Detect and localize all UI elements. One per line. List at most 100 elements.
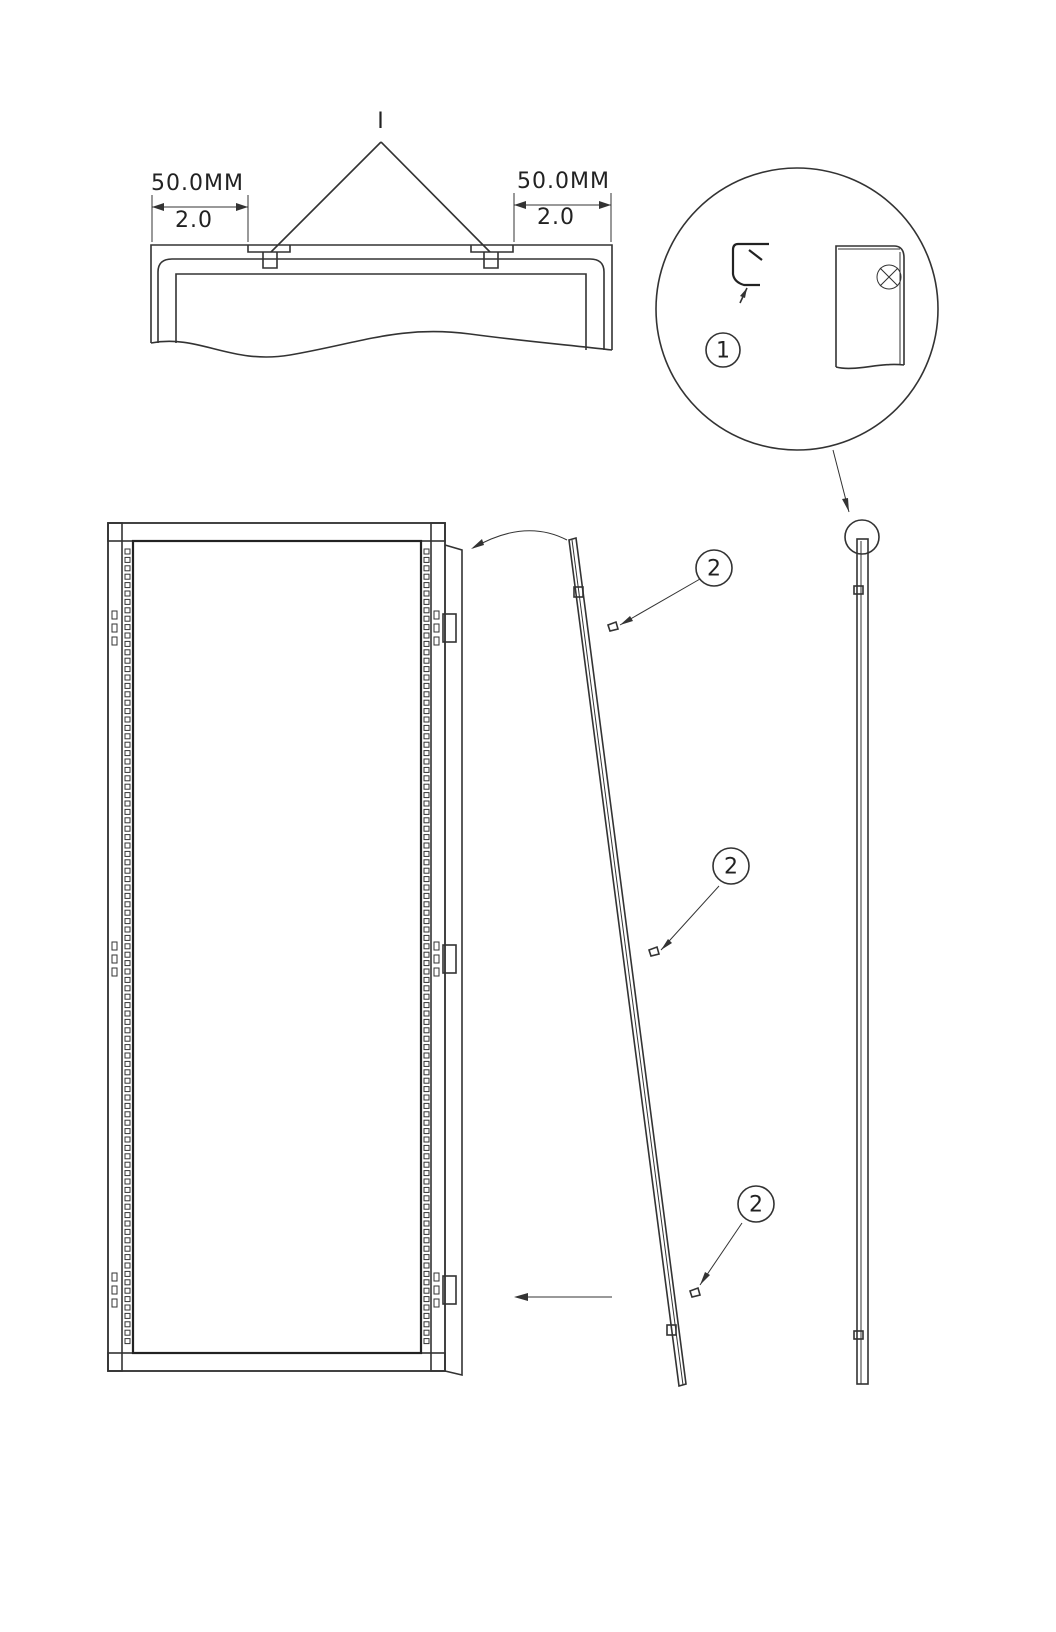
perforation-hole (424, 902, 429, 907)
perforation-hole (424, 843, 429, 848)
mounting-slot (434, 942, 439, 950)
mounting-slot (112, 637, 117, 645)
perforation-hole (125, 751, 130, 756)
perforation-hole (424, 1095, 429, 1100)
mounting-slot (112, 1273, 117, 1281)
perforation-hole (424, 751, 429, 756)
clip-middle (649, 947, 659, 956)
perforation-hole (424, 1070, 429, 1075)
perforation-hole (424, 818, 429, 823)
perforation-hole (125, 826, 130, 831)
perforation-hole (125, 868, 130, 873)
perforation-hole (424, 725, 429, 730)
perforation-hole (424, 885, 429, 890)
section-inner-panel (176, 274, 586, 350)
perforation-hole (424, 1322, 429, 1327)
perforation-hole (424, 650, 429, 655)
side-hinge-lower (854, 1331, 863, 1339)
perforation-hole (424, 742, 429, 747)
right-dimension-bottom: 2.0 (537, 205, 575, 230)
perforation-hole (424, 952, 429, 957)
perforation-hole (125, 994, 130, 999)
perforation-hole (125, 650, 130, 655)
left-clip (248, 245, 290, 268)
perforation-hole (125, 566, 130, 571)
side-door-profile (857, 539, 868, 1384)
perforation-hole (424, 667, 429, 672)
perforation-hole (424, 1280, 429, 1285)
perforation-hole (424, 1103, 429, 1108)
perforation-hole (125, 793, 130, 798)
perforation-hole (424, 1011, 429, 1016)
perforation-hole (424, 709, 429, 714)
perforation-hole (424, 734, 429, 739)
perforation-hole (125, 1271, 130, 1276)
perforation-hole (424, 767, 429, 772)
perforation-hole (424, 776, 429, 781)
perforation-hole (125, 969, 130, 974)
perforation-hole (424, 1137, 429, 1142)
perforation-hole (424, 877, 429, 882)
perforation-hole (125, 1221, 130, 1226)
perforation-hole (125, 557, 130, 562)
perforation-hole (424, 1087, 429, 1092)
perforation-hole (125, 574, 130, 579)
leader-upper-arrow (620, 616, 633, 625)
perforation-hole (424, 935, 429, 940)
perforation-hole (125, 776, 130, 781)
perforation-hole (424, 1213, 429, 1218)
detail-view: 1 (656, 168, 938, 450)
perforation-hole (125, 1305, 130, 1310)
perforation-hole (125, 549, 130, 554)
perforation-hole (424, 599, 429, 604)
perforation-hole (125, 1053, 130, 1058)
tilted-door-edge (572, 540, 683, 1385)
perforation-hole (125, 851, 130, 856)
perforation-hole (125, 675, 130, 680)
door-top-rail (108, 523, 445, 541)
perforation-hole (125, 700, 130, 705)
perforation-hole (125, 1179, 130, 1184)
perforation-hole (424, 801, 429, 806)
balloon-detail-text: 1 (716, 339, 730, 364)
perforation-hole (424, 994, 429, 999)
right-clip (471, 245, 513, 268)
mounting-slot (434, 1286, 439, 1294)
perforation-hole (125, 1154, 130, 1159)
perforation-hole (424, 1288, 429, 1293)
perforation-hole (424, 591, 429, 596)
perforation-hole (125, 1112, 130, 1117)
perforation-hole (424, 1313, 429, 1318)
perforation-hole (125, 784, 130, 789)
perforation-hole (424, 927, 429, 932)
perforation-hole (125, 641, 130, 646)
perforation-hole (125, 843, 130, 848)
perforation-hole (424, 1330, 429, 1335)
rotation-arrow (473, 531, 567, 548)
detail-leader-arrowhead (842, 498, 849, 512)
perforation-hole (125, 1045, 130, 1050)
perforation-hole (125, 658, 130, 663)
perforation-hole (424, 658, 429, 663)
perforation-hole (424, 1003, 429, 1008)
perforation-hole (125, 1255, 130, 1260)
perforation-hole (424, 868, 429, 873)
perforation-hole (125, 599, 130, 604)
left-dimension-top: 50.0MM (151, 171, 244, 196)
perforation-hole (125, 1019, 130, 1024)
perforation-hole (424, 1061, 429, 1066)
perforation-hole (424, 700, 429, 705)
perforation-hole (125, 860, 130, 865)
perforation-hole (424, 616, 429, 621)
perforation-hole (424, 893, 429, 898)
perforation-hole (125, 952, 130, 957)
perforation-hole (424, 835, 429, 840)
perforation-hole (125, 1196, 130, 1201)
section-outline (151, 245, 612, 350)
inner-panel (133, 541, 421, 1353)
perforation-hole (424, 1162, 429, 1167)
leader-label: I (377, 109, 385, 134)
perforation-hole (125, 927, 130, 932)
mounting-slot (112, 942, 117, 950)
perforation-hole (424, 1154, 429, 1159)
